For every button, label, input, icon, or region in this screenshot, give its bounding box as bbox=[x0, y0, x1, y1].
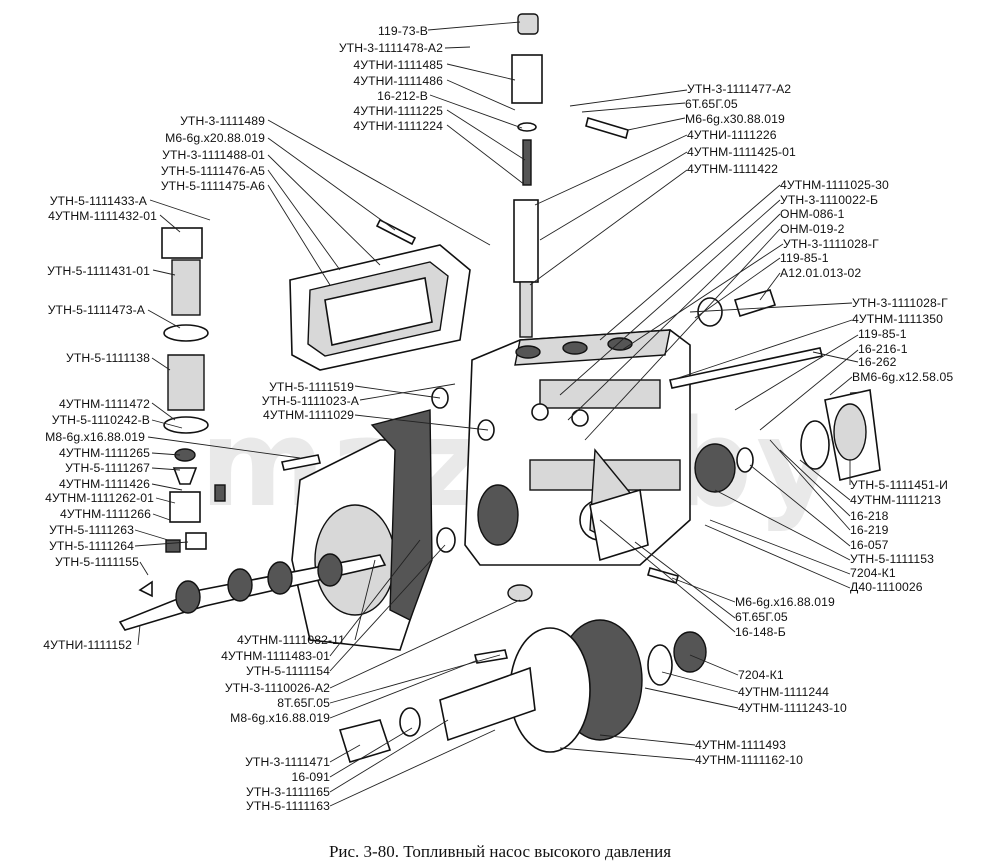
part-label: 4УТНМ-1111432-01 bbox=[48, 209, 157, 223]
part-label: 4УТНМ-1111262-01 bbox=[45, 491, 154, 505]
part-label: УТН-5-1111153 bbox=[850, 552, 935, 566]
part-label: УТН-5-1111476-А5 bbox=[160, 164, 265, 178]
part-label: УТН-3-1110026-А2 bbox=[224, 681, 330, 695]
cover-plate bbox=[289, 244, 471, 371]
part-label: М6-6g.х20.88.019 bbox=[165, 131, 265, 145]
part-label: М6-6g.х30.88.019 bbox=[685, 112, 785, 126]
part-label: 4УТНМ-1111425-01 bbox=[687, 145, 796, 159]
part-label: 8Т.65Г.05 bbox=[277, 696, 330, 710]
part-label: 7204-К1 bbox=[738, 668, 784, 682]
part-label: 119-85-1 bbox=[858, 327, 907, 341]
part-label: 16-212-В bbox=[377, 89, 428, 103]
part-label: 4УТНМ-1111426 bbox=[58, 477, 150, 491]
part-label: УТН-5-1111451-И bbox=[850, 478, 948, 492]
part-label: ОНМ-019-2 bbox=[780, 222, 845, 236]
part-label: 4УТНМ-1111029 bbox=[262, 408, 354, 422]
part-label: 4УТНИ-1111485 bbox=[353, 58, 443, 72]
part-label: 16-218 bbox=[850, 509, 889, 523]
part-label: УТН-5-1111519 bbox=[269, 380, 354, 394]
part-label: 16-057 bbox=[850, 538, 889, 552]
part-label: 4УТНМ-1111082-11 bbox=[236, 633, 345, 647]
part-label: М8-6g.х16.88.019 bbox=[230, 711, 330, 725]
part-label: М6-6g.х16.88.019 bbox=[735, 595, 835, 609]
part-label: 4УТНИ-1111226 bbox=[687, 128, 777, 142]
part-label: ВМ6-6g.х12.58.05 bbox=[852, 370, 954, 384]
part-label: 4УТНМ-1111350 bbox=[852, 312, 944, 326]
right-side-parts bbox=[589, 289, 881, 562]
front-flange bbox=[291, 409, 433, 651]
part-label: УТН-3-1111165 bbox=[245, 785, 330, 799]
part-label: УТН-5-1111163 bbox=[245, 799, 330, 813]
part-label: УТН-5-1111433-А bbox=[49, 194, 147, 208]
part-label: 4УТНМ-1111025-30 bbox=[780, 178, 889, 192]
part-label: 4УТНМ-1111162-10 bbox=[695, 753, 804, 767]
part-label: УТН-5-1111263 bbox=[49, 523, 134, 537]
part-label: 16-091 bbox=[291, 770, 330, 784]
part-label: М8-6g.х16.88.019 bbox=[45, 430, 145, 444]
part-label: УТН-3-1111028-Г bbox=[783, 237, 879, 251]
leader-lines bbox=[134, 21, 863, 807]
part-label: 16-148-Б bbox=[735, 625, 786, 639]
part-label: 4УТНИ-1111486 bbox=[353, 74, 443, 88]
part-label: УТН-3-1111488-01 bbox=[162, 148, 265, 162]
part-label: 4УТНМ-1111265 bbox=[58, 446, 150, 460]
part-label: УТН-3-1111471 bbox=[245, 755, 330, 769]
part-label: 119-73-В bbox=[377, 24, 428, 38]
part-label: УТН-5-1111023-А bbox=[261, 394, 359, 408]
part-label: 4УТНМ-1111266 bbox=[59, 507, 151, 521]
part-label: 6Т.65Г.05 bbox=[685, 97, 738, 111]
part-label: 4УТНМ-1111472 bbox=[58, 397, 150, 411]
part-label: 4УТНМ-1111483-01 bbox=[221, 649, 330, 663]
left-column-parts bbox=[161, 227, 209, 553]
part-label: УТН-5-1111264 bbox=[49, 539, 134, 553]
part-label: УТН-5-1111473-А bbox=[47, 303, 145, 317]
drive-coupling bbox=[338, 584, 707, 763]
part-label: А12.01.013-02 bbox=[780, 266, 862, 280]
part-label: 6Т.65Г.05 bbox=[735, 610, 788, 624]
part-label: 4УТНМ-1111243-10 bbox=[738, 701, 847, 715]
part-label: 16-216-1 bbox=[858, 342, 908, 356]
part-label: УТН-5-1111155 bbox=[54, 555, 139, 569]
part-label: ОНМ-086-1 bbox=[780, 207, 845, 221]
part-label: УТН-5-1111431-01 bbox=[47, 264, 150, 278]
part-label: УТН-3-1110022-Б bbox=[780, 193, 879, 207]
part-label: 119-85-1 bbox=[780, 251, 829, 265]
part-label: 4УТНМ-1111493 bbox=[695, 738, 787, 752]
part-label: УТН-3-1111478-А2 bbox=[338, 41, 443, 55]
part-label: УТН-5-1111475-А6 bbox=[160, 179, 265, 193]
part-label: 16-219 bbox=[850, 523, 889, 537]
part-label: 4УТНИ-1111224 bbox=[353, 119, 443, 133]
part-label: УТН-5-1111267 bbox=[65, 461, 150, 475]
part-label: УТН-5-1111154 bbox=[245, 664, 330, 678]
part-label: 4УТНМ-1111213 bbox=[850, 493, 942, 507]
part-label: УТН-3-1111489 bbox=[180, 114, 265, 128]
part-label: УТН-3-1111477-А2 bbox=[687, 82, 792, 96]
pump-body bbox=[464, 329, 691, 566]
part-label: УТН-3-1111028-Г bbox=[852, 296, 948, 310]
camshaft bbox=[118, 553, 387, 631]
part-label: УТН-5-1110242-В bbox=[51, 413, 150, 427]
part-label: 16-262 bbox=[858, 355, 897, 369]
part-label: 4УТНИ-1111152 bbox=[43, 638, 132, 652]
part-label: УТН-5-1111138 bbox=[65, 351, 150, 365]
part-label: 4УТНИ-1111225 bbox=[353, 104, 443, 118]
part-label: 4УТНМ-1111422 bbox=[687, 162, 779, 176]
figure-caption: Рис. 3-80. Топливный насос высокого давл… bbox=[328, 842, 672, 861]
part-label: 7204-К1 bbox=[850, 566, 896, 580]
part-label: Д40-1110026 bbox=[850, 580, 923, 594]
part-label: 4УТНМ-1111244 bbox=[738, 685, 830, 699]
plunger-stack bbox=[511, 13, 543, 338]
